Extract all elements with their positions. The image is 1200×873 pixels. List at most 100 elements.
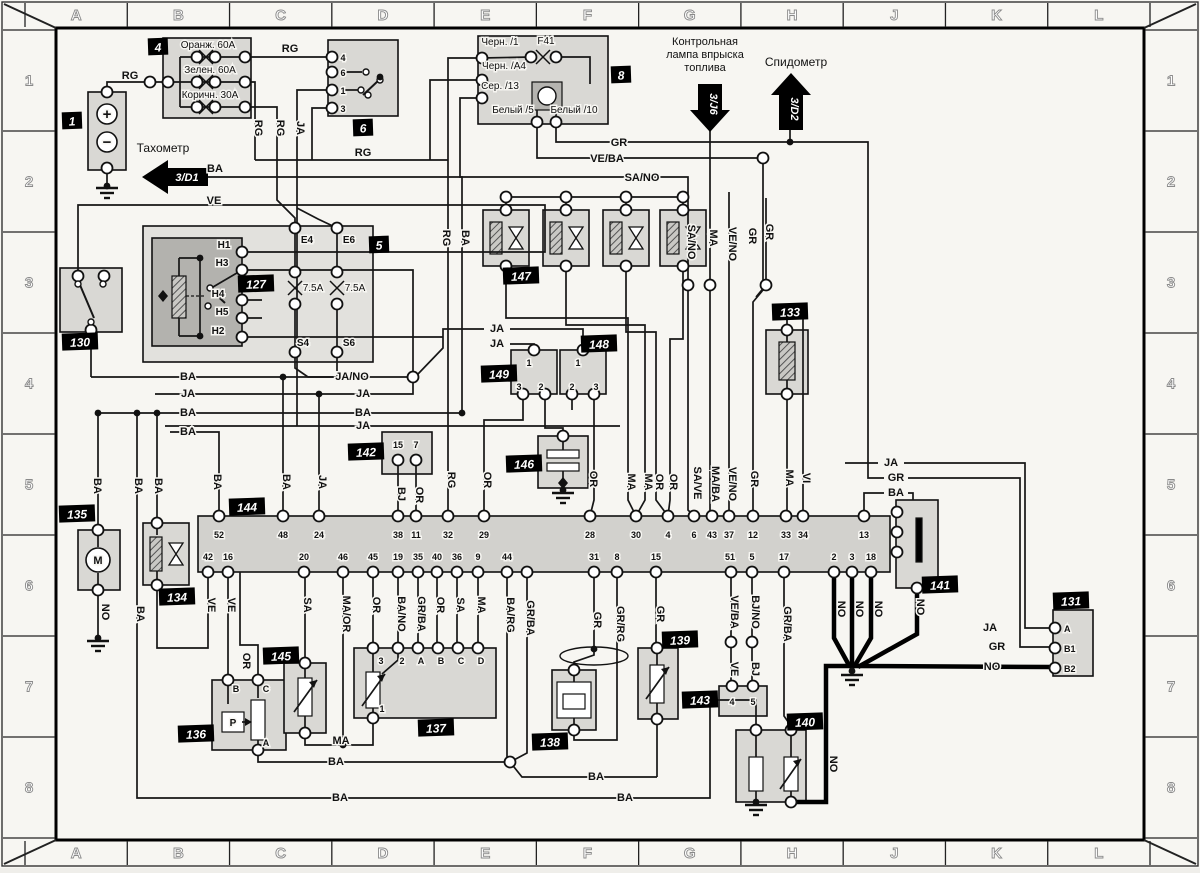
grid-letter-bottom: B [173, 845, 184, 862]
component-tag [237, 274, 275, 293]
wire-label: H1 [218, 240, 231, 251]
terminal [890, 505, 904, 519]
grid-number-right: 5 [1167, 477, 1175, 494]
terminal [366, 565, 380, 579]
grid-letter-bottom: L [1094, 845, 1103, 862]
terminal [235, 263, 249, 277]
wire [155, 379, 414, 395]
wire-label: JA [356, 388, 370, 400]
terminal [208, 50, 222, 64]
wire-label: 36 [452, 552, 462, 562]
wire-label: 2 [831, 552, 836, 562]
component-tag-number: 5 [375, 238, 382, 252]
wire-label: BA [617, 792, 633, 804]
terminal [530, 115, 544, 129]
terminal [746, 679, 760, 693]
component-element [562, 693, 586, 710]
wire [509, 761, 657, 778]
terminal [91, 583, 105, 597]
wire-label: JA [490, 338, 504, 350]
terminal [549, 115, 563, 129]
wire-label: 3/D1 [175, 172, 198, 184]
wire-label: 15 [651, 552, 661, 562]
grid-number-left: 4 [25, 376, 34, 393]
terminal [567, 723, 581, 737]
wire-label: OR [434, 597, 446, 614]
wire-thick [852, 572, 874, 669]
wire-label: JA [181, 388, 195, 400]
wire-label: NO [99, 604, 111, 621]
terminal [619, 190, 633, 204]
terminal [430, 565, 444, 579]
terminal [391, 453, 405, 467]
wire-label: GR/BA [415, 596, 427, 632]
contact-point [357, 86, 365, 94]
junction-dot [315, 390, 323, 398]
terminal [298, 656, 312, 670]
terminal [527, 343, 541, 357]
valve-icon [567, 226, 585, 250]
wire-label: Контрольная [672, 36, 738, 48]
terminal [450, 565, 464, 579]
wire-label: 2 [569, 382, 574, 392]
wire-label: Черн. /А4 [482, 61, 526, 72]
terminal [559, 190, 573, 204]
terminal [471, 641, 485, 655]
wire-label: H3 [216, 258, 229, 269]
wire [555, 122, 884, 479]
wire-label: BA [328, 756, 344, 768]
terminal [567, 663, 581, 677]
wire-label: H4 [212, 289, 225, 300]
component-tag-number: 127 [246, 277, 268, 292]
terminal [650, 641, 664, 655]
wire-label: MA/BA [709, 466, 721, 502]
wire-label: A [418, 656, 425, 666]
junction-dot [94, 634, 102, 642]
wire-label: 5 [749, 552, 754, 562]
junction-dot [339, 741, 347, 749]
coil-element [171, 275, 187, 319]
terminal [298, 726, 312, 740]
wire-label: BA [280, 474, 292, 490]
wire-label: H5 [216, 307, 229, 318]
grid-letter-bottom: F [583, 845, 592, 862]
component-tag-number: 141 [930, 578, 951, 593]
grid-letter-bottom: A [71, 845, 82, 862]
corner-diagonal [3, 839, 57, 865]
contact-point [99, 280, 107, 288]
terminal [221, 673, 235, 687]
terminal [276, 509, 290, 523]
wire [294, 352, 408, 378]
grid-number-left: 8 [25, 780, 33, 797]
terminal [71, 269, 85, 283]
terminal [221, 565, 235, 579]
wire [296, 207, 338, 229]
arrow-icon [309, 680, 317, 688]
junction-dot [458, 409, 466, 417]
terminal [520, 565, 534, 579]
terminal [681, 278, 695, 292]
wire [908, 492, 914, 500]
junction-dot [559, 486, 567, 494]
junction-dot [786, 138, 794, 146]
wire-label: 4 [665, 530, 670, 540]
wire-label: MA/OR [340, 596, 352, 633]
terminal [366, 641, 380, 655]
wire [667, 266, 684, 517]
valve-icon [684, 226, 702, 250]
junction-dot [848, 667, 856, 675]
wire-label: GR [654, 606, 666, 623]
wire-label: RG [445, 472, 457, 489]
wire-thick [853, 663, 1052, 670]
wire-label: 7.5A [303, 283, 324, 294]
terminal [235, 245, 249, 259]
component-tag [158, 587, 196, 606]
wire-label: OR [587, 471, 599, 488]
terminal [725, 679, 739, 693]
coil-element [549, 221, 563, 255]
component-tag-number: 8 [617, 68, 624, 82]
terminal [516, 387, 530, 401]
terminal [441, 509, 455, 523]
wire-label: 3 [593, 382, 598, 392]
